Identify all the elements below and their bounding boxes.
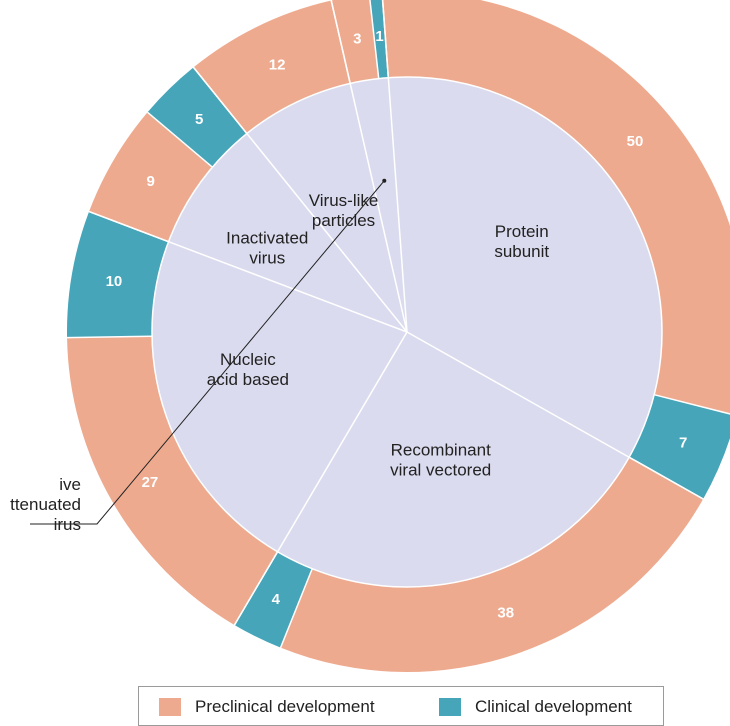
count-preclinical-nucleic-acid-based: 27 [142,474,159,491]
ring-divider [279,568,313,648]
category-label-protein-subunit: subunit [494,242,549,261]
ring-clinical-recombinant-viral-vectored [234,551,313,648]
outer-ring [67,0,730,672]
count-clinical-protein-subunit: 7 [679,435,687,452]
category-label-virus-like-particles: Virus-like [309,191,379,210]
ring-divider [330,0,351,84]
ring-divider [192,66,248,135]
ring-divider [381,0,390,78]
ring-preclinical-live-attenuated-virus [331,0,379,84]
pie-divider [349,83,408,333]
inner-slice-nucleic-acid-based [151,241,407,552]
category-label-nucleic-acid-based: Nucleic [220,350,276,369]
category-label-inactivated-virus: Inactivated [226,229,308,248]
category-label-virus-like-particles: particles [312,211,375,230]
legend-swatch-clinical [439,698,461,716]
legend-swatch-preclinical [159,698,181,716]
pie-divider [406,331,630,458]
legend-item-clinical: Clinical development [439,697,632,717]
ring-clinical-nucleic-acid-based [67,211,169,338]
count-preclinical-live-attenuated-virus: 3 [353,31,361,48]
pie-divider [168,240,408,333]
ring-preclinical-virus-like-particles [193,0,351,134]
count-clinical-nucleic-acid-based: 10 [106,273,123,290]
callout-label-live-attenuated-virus: irus [54,515,81,534]
legend-label-preclinical: Preclinical development [195,697,375,716]
inner-slice-protein-subunit [388,77,663,458]
ring-clinical-inactivated-virus [147,67,247,168]
callout-label-live-attenuated-virus: ive [59,475,81,494]
count-preclinical-recombinant-viral-vectored: 38 [497,605,514,622]
pie-divider [276,331,408,553]
count-clinical-inactivated-virus: 5 [195,111,203,128]
ring-divider [147,111,213,168]
ring-preclinical-protein-subunit [382,0,730,414]
ring-preclinical-nucleic-acid-based [67,336,278,625]
ring-clinical-protein-subunit [629,394,730,499]
callout-line [30,180,385,525]
category-label-inactivated-virus: virus [249,249,285,268]
category-label-recombinant-viral-vectored: viral vectored [390,460,491,479]
callout-label-live-attenuated-virus: ttenuated [10,495,81,514]
ring-divider [628,456,704,500]
count-clinical-recombinant-viral-vectored: 4 [272,591,281,608]
count-preclinical-inactivated-virus: 9 [146,173,154,190]
ring-divider [369,0,380,79]
pie-divider [387,77,408,333]
ring-divider [233,551,279,626]
inner-slice-virus-like-particles [246,83,407,332]
legend-item-preclinical: Preclinical development [159,697,375,717]
legend-label-clinical: Clinical development [475,697,632,716]
category-label-nucleic-acid-based: acid based [207,370,289,389]
count-clinical-live-attenuated-virus: 1 [375,28,383,45]
segment-dividers [67,0,730,648]
inner-pie [151,77,663,587]
inner-outline [151,76,663,588]
ring-preclinical-inactivated-virus [89,112,213,242]
count-preclinical-virus-like-particles: 12 [269,56,286,73]
ring-divider [88,210,169,243]
ring-divider [653,393,730,415]
legend: Preclinical development Clinical develop… [138,686,664,726]
inner-slice-recombinant-viral-vectored [277,332,630,587]
pie-divider [246,133,408,333]
count-preclinical-protein-subunit: 50 [627,133,644,150]
inner-slice-inactivated-virus [168,133,407,332]
ring-preclinical-recombinant-viral-vectored [280,457,704,672]
category-label-recombinant-viral-vectored: Recombinant [391,440,491,459]
ring-divider [67,335,153,339]
category-label-protein-subunit: Protein [495,222,549,241]
